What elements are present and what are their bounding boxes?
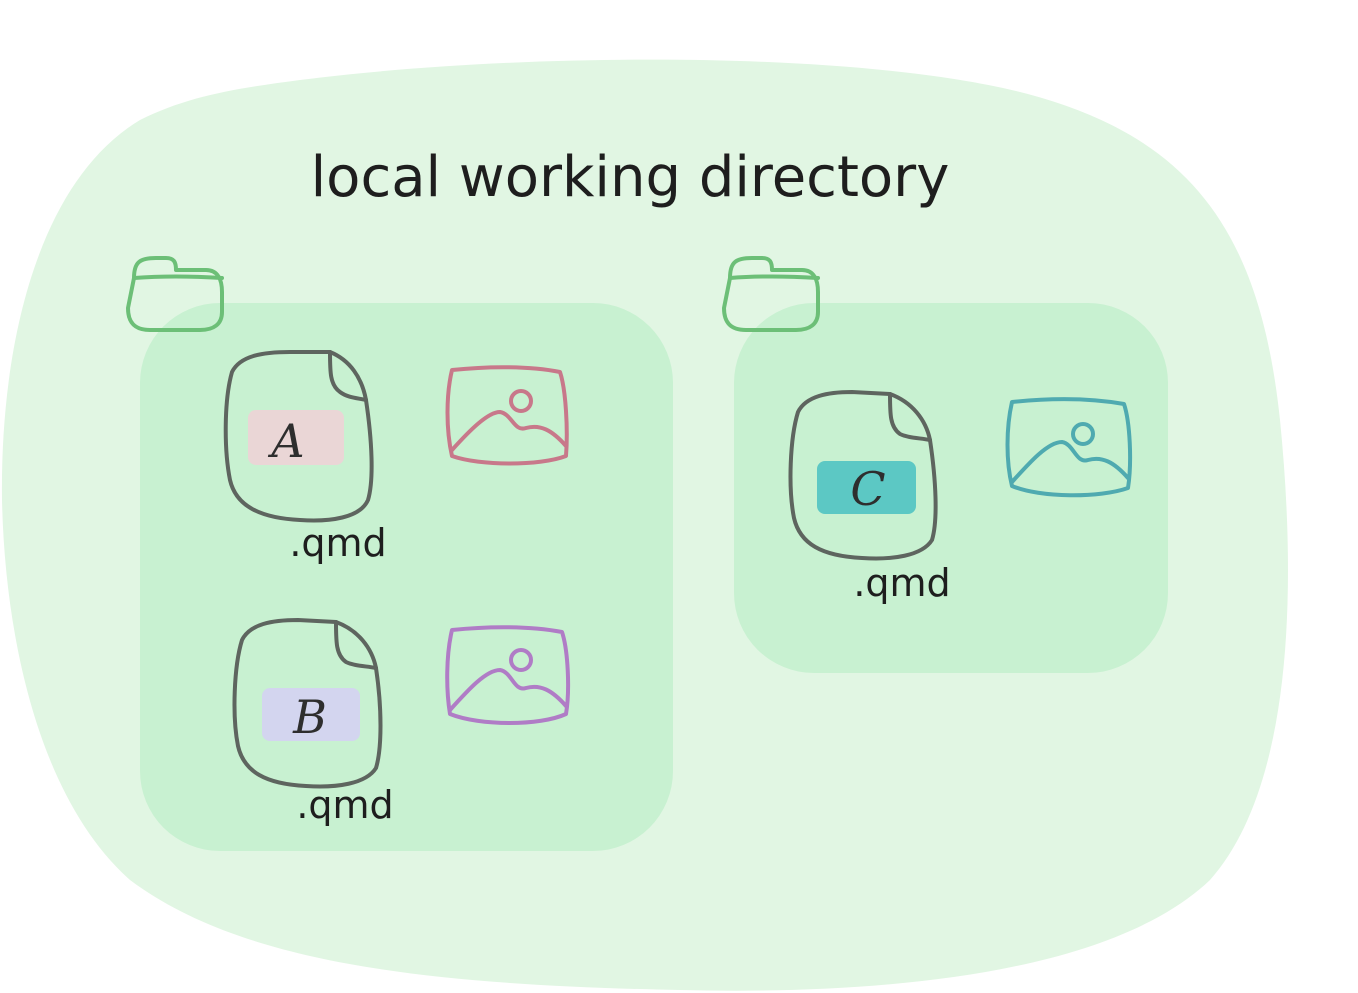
file-label-c: C — [850, 462, 885, 516]
folder-icon — [722, 256, 820, 332]
document-icon — [232, 618, 383, 789]
file-extension-b: .qmd — [296, 783, 393, 827]
image-icon — [1005, 397, 1133, 498]
file-extension-c: .qmd — [853, 561, 950, 605]
file-label-a: A — [267, 414, 304, 468]
image-icon — [445, 365, 569, 466]
file-badge-c — [817, 461, 916, 514]
file-badge-a — [248, 410, 344, 465]
file-badge-b — [262, 688, 360, 741]
document-icon — [788, 390, 938, 561]
folder-region-2 — [734, 303, 1168, 673]
file-label-b: B — [292, 690, 327, 744]
diagram-title: local working directory — [311, 145, 950, 210]
image-icon — [445, 625, 571, 725]
folder-region-1 — [140, 303, 673, 851]
document-icon — [223, 350, 374, 523]
file-extension-a: .qmd — [289, 521, 386, 565]
folder-icon — [126, 256, 224, 332]
